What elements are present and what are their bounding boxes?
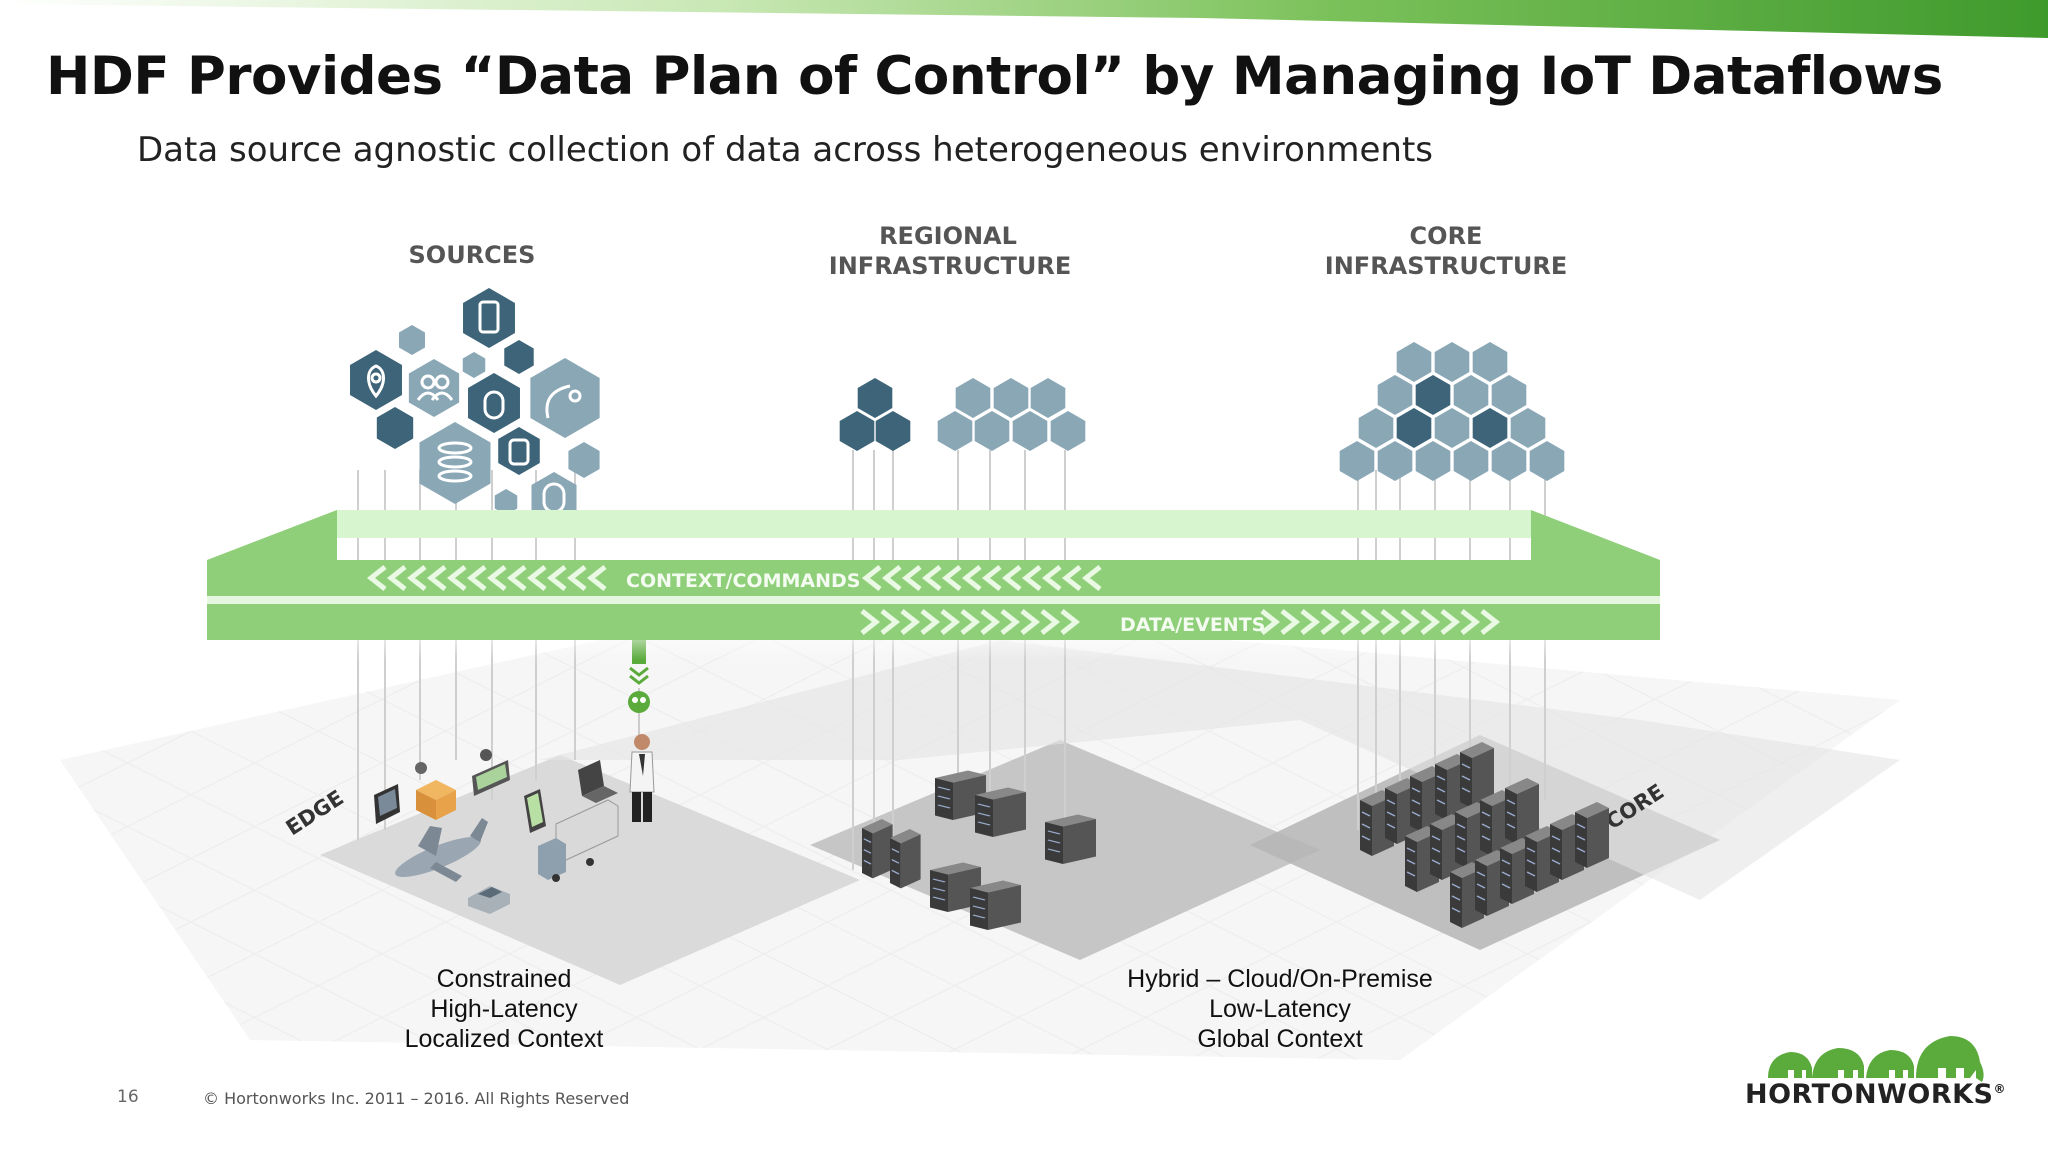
context-commands-label: CONTEXT/COMMANDS	[626, 570, 860, 592]
database-icon	[437, 441, 473, 483]
location-pin-icon	[367, 364, 385, 399]
regional-hex-cluster-small	[839, 378, 911, 451]
airplane-icon	[395, 818, 488, 882]
slide-title: HDF Provides “Data Plan of Control” by M…	[46, 46, 1943, 107]
edge-caption-line1: Constrained	[436, 965, 572, 993]
edge-devices	[374, 734, 655, 914]
edge-caption-line3: Localized Context	[404, 1025, 604, 1053]
core-header-line2: INFRASTRUCTURE	[1325, 252, 1567, 280]
dataflow-channel: CONTEXT/COMMANDS DATA/EVENTS	[207, 510, 1660, 640]
regional-header-line2: INFRASTRUCTURE	[829, 252, 1071, 280]
tablet-icon	[524, 789, 546, 833]
core-caption: Hybrid – Cloud/On-Premise Low-Latency Gl…	[1100, 964, 1460, 1054]
satellite-dish-icon	[545, 384, 571, 419]
car-icon	[468, 886, 510, 914]
core-caption-line1: Hybrid – Cloud/On-Premise	[1127, 965, 1433, 993]
edge-caption: Constrained High-Latency Localized Conte…	[384, 964, 624, 1054]
core-caption-line2: Low-Latency	[1209, 995, 1351, 1023]
mouse-icon	[483, 390, 505, 420]
regional-header-line1: REGIONAL	[879, 222, 1017, 250]
edge-caption-line2: High-Latency	[430, 995, 578, 1023]
sources-hex-cluster	[350, 288, 600, 524]
slide-subtitle: Data source agnostic collection of data …	[137, 130, 1434, 170]
truck-icon	[538, 799, 619, 882]
laptop-icon	[578, 760, 618, 803]
copyright-text: © Hortonworks Inc. 2011 – 2016. All Righ…	[203, 1089, 630, 1108]
map-screen-icon	[472, 749, 510, 796]
registered-mark: ®	[1993, 1082, 2006, 1096]
hortonworks-elephant-logo	[1768, 1036, 1984, 1082]
monitor-icon	[374, 784, 400, 824]
core-caption-line3: Global Context	[1197, 1025, 1363, 1053]
core-header-line1: CORE	[1410, 222, 1483, 250]
package-icon	[415, 762, 456, 820]
users-icon	[416, 374, 454, 401]
page-number: 16	[117, 1087, 139, 1107]
logo-wordmark: HORTONWORKS	[1745, 1079, 1994, 1110]
core-hex-pyramid	[1339, 342, 1565, 481]
regional-hex-cluster-large	[937, 378, 1086, 451]
person-icon	[629, 734, 655, 822]
top-accent-bar	[0, 0, 2048, 38]
data-events-label: DATA/EVENTS	[1120, 614, 1265, 636]
sources-header: SOURCES	[409, 241, 536, 269]
phone-icon	[478, 300, 500, 334]
hortonworks-logo-text: HORTONWORKS®	[1745, 1079, 2006, 1110]
